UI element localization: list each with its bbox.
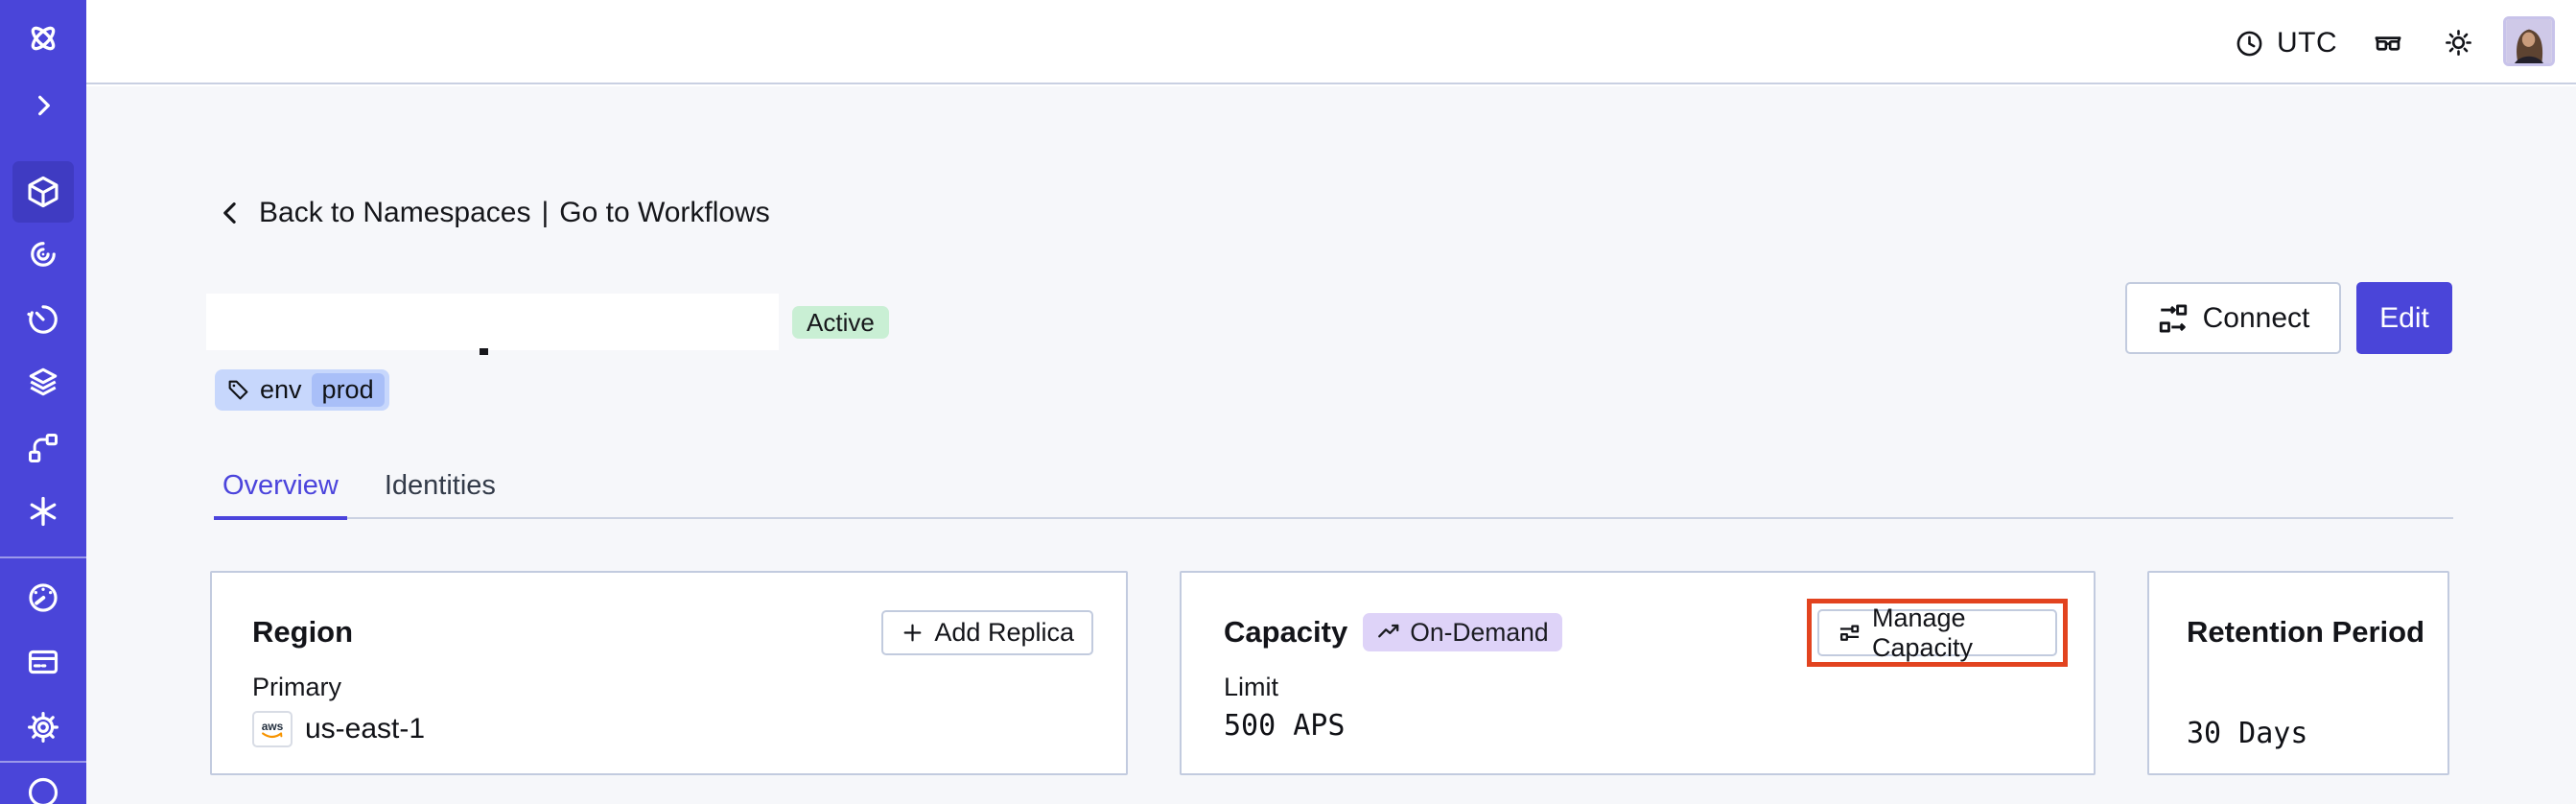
timezone-label: UTC [2277,27,2338,59]
plus-icon [901,621,925,645]
manage-capacity-button[interactable]: Manage Capacity [1817,603,2057,662]
sidebar-divider [0,556,86,558]
breadcrumb-separator: | [541,197,550,228]
sidebar-item-schedules[interactable] [0,293,86,346]
add-replica-button[interactable]: Add Replica [881,609,1093,655]
chevron-right-icon [28,90,59,121]
sun-icon [2444,28,2473,58]
sidebar-item-usage[interactable] [0,571,86,625]
namespace-tag: env prod [215,369,389,411]
capacity-card: Capacity On-Demand [1180,571,2096,775]
sliders-icon [1837,620,1862,646]
connect-button-label: Connect [2202,301,2310,334]
edit-button-label: Edit [2379,301,2429,334]
tabs: Overview Identities [214,468,2453,520]
temporal-logo-icon [25,20,61,57]
settings-gear-icon [26,710,60,745]
tag-icon [226,378,250,402]
sidebar-item-logo[interactable] [0,12,86,65]
sidebar-item-settings[interactable] [0,700,86,754]
labs-toggle[interactable] [2372,27,2404,59]
capacity-limit-label: Limit [1224,673,1279,701]
retention-card: Retention Period 30 Days [2147,571,2449,775]
sidebar-item-expand[interactable] [0,79,86,132]
user-avatar[interactable] [2503,16,2555,66]
annotation-highlight: Manage Capacity [1807,599,2068,667]
region-primary-label: Primary [252,673,341,701]
cards-row: Region Add Replica Primary aws [210,571,2449,775]
region-value: us-east-1 [305,713,426,745]
capacity-card-title: Capacity [1224,615,1348,649]
tag-key: env [260,375,302,404]
region-card: Region Add Replica Primary aws [210,571,1128,775]
retention-card-title: Retention Period [2187,615,2425,649]
glasses-icon [2372,27,2404,59]
capacity-value: 500 APS [1224,709,1346,743]
deployments-branch-icon [26,431,60,465]
schedules-timer-icon [26,302,60,337]
sidebar-item-support[interactable] [0,775,86,804]
theme-toggle[interactable] [2444,28,2473,58]
nexus-asterisk-icon [26,494,60,529]
tab-overview[interactable]: Overview [214,468,347,520]
sidebar-item-billing[interactable] [0,635,86,689]
back-chevron-icon[interactable] [217,199,246,227]
clock-icon [2235,29,2264,59]
breadcrumb-back-link[interactable]: Back to Namespaces [259,197,531,228]
support-circle-icon [26,775,60,804]
sidebar-item-nexus[interactable] [0,485,86,538]
billing-card-icon [26,645,60,679]
tab-identities[interactable]: Identities [384,470,496,501]
connect-flow-icon [2157,302,2190,335]
breadcrumb-workflows-link[interactable]: Go to Workflows [559,197,770,228]
breadcrumb: Back to Namespaces | Go to Workflows [217,192,770,234]
sidebar-divider [0,761,86,763]
sidebar-item-workflows[interactable] [0,227,86,281]
sidebar-item-batch[interactable] [0,355,86,409]
redaction-artifact-dot [480,348,488,355]
trending-up-icon [1376,620,1401,645]
namespace-title-redacted [206,294,779,350]
batch-layers-icon [26,365,60,399]
tag-value: prod [311,373,385,407]
main-content: Back to Namespaces | Go to Workflows Act… [86,86,2576,804]
timezone-selector[interactable]: UTC [2235,27,2337,59]
retention-value: 30 Days [2187,717,2308,750]
aws-provider-icon: aws [252,711,293,747]
topbar: UTC [86,0,2576,84]
status-badge: Active [792,306,889,339]
workflows-spiral-icon [26,237,60,272]
add-replica-label: Add Replica [934,617,1074,647]
region-card-title: Region [252,615,354,649]
ondemand-badge: On-Demand [1363,613,1562,651]
usage-gauge-icon [26,580,60,615]
svg-text:aws: aws [262,720,284,733]
sidebar-item-deployments[interactable] [0,421,86,475]
connect-button[interactable]: Connect [2125,282,2341,354]
edit-button[interactable]: Edit [2356,282,2452,354]
namespaces-cube-icon [25,174,61,210]
manage-capacity-label: Manage Capacity [1872,603,1974,662]
sidebar [0,0,86,804]
ondemand-badge-label: On-Demand [1410,617,1549,647]
sidebar-item-namespaces[interactable] [0,165,86,219]
